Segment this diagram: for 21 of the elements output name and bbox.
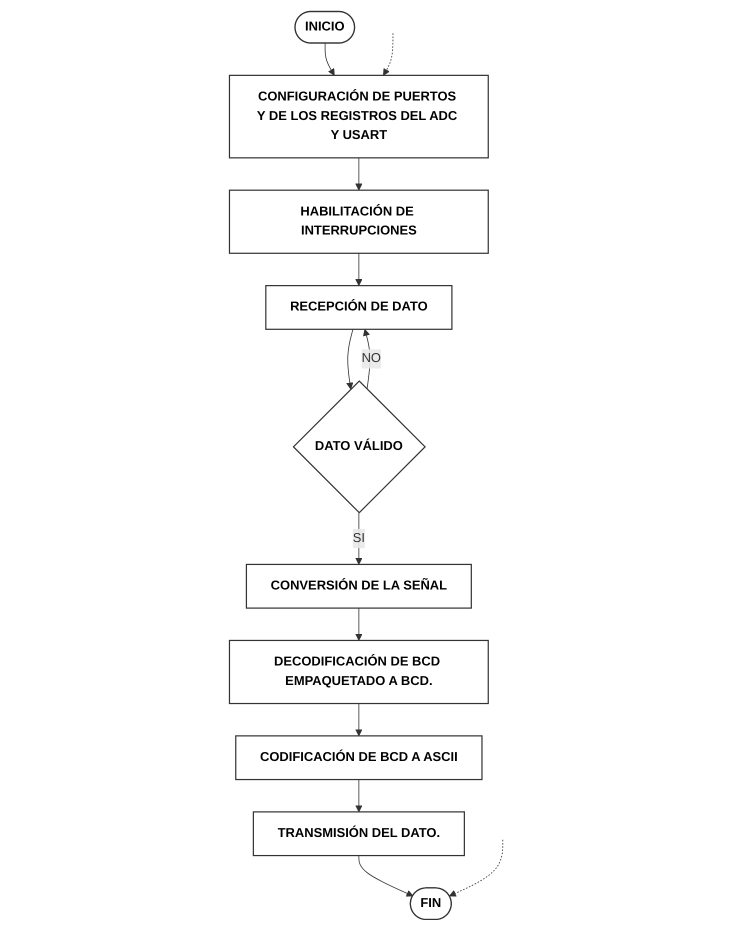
node-box: HABILITACIÓN DE INTERRUPCIONES (229, 190, 490, 254)
arrow (356, 779, 363, 812)
arrow (346, 328, 354, 390)
arrow (325, 43, 336, 76)
arrow (356, 157, 363, 191)
arrow (363, 329, 371, 390)
arrow (449, 839, 504, 897)
arrow (383, 32, 394, 76)
node-box: CONFIGURACIÓN DE PUERTOS Y DE LOS REGISTROS DEL ADC Y USART (229, 74, 490, 158)
node-diamond: DATO VÁLIDO (292, 380, 426, 514)
arrow (356, 608, 363, 641)
edge-label: NO (362, 352, 382, 366)
node-box: RECEPCIÓN DE DATO (266, 285, 453, 330)
node-box: DECODIFICACIÓN DE BCD EMPAQUETADO A BCD. (229, 640, 490, 704)
node-box: CONVERSIÓN DE LA SEÑAL (246, 564, 472, 609)
arrow (358, 855, 414, 897)
node-box: TRANSMISIÓN DEL DATO. (253, 811, 466, 856)
arrow (356, 703, 363, 736)
arrow (356, 252, 363, 286)
node-box: CODIFICACIÓN DE BCD A ASCII (236, 735, 483, 780)
edge-label: SI (353, 531, 366, 546)
